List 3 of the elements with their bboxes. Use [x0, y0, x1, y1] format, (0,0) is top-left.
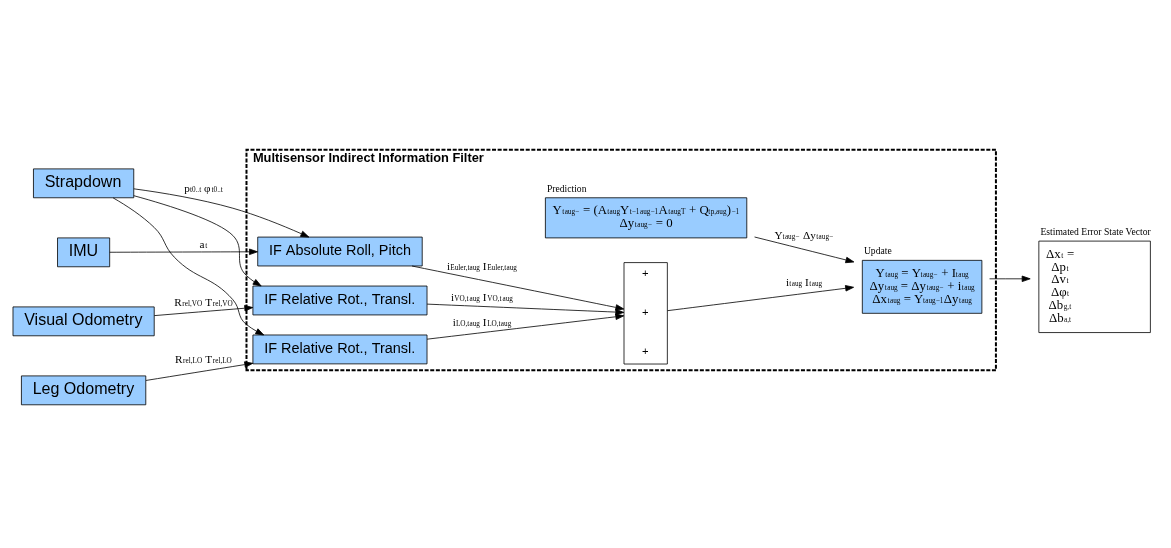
node-label: Prediction — [546, 182, 587, 194]
node-label: Estimated Error State Vector — [1040, 226, 1151, 238]
node-label: Update — [863, 245, 892, 257]
